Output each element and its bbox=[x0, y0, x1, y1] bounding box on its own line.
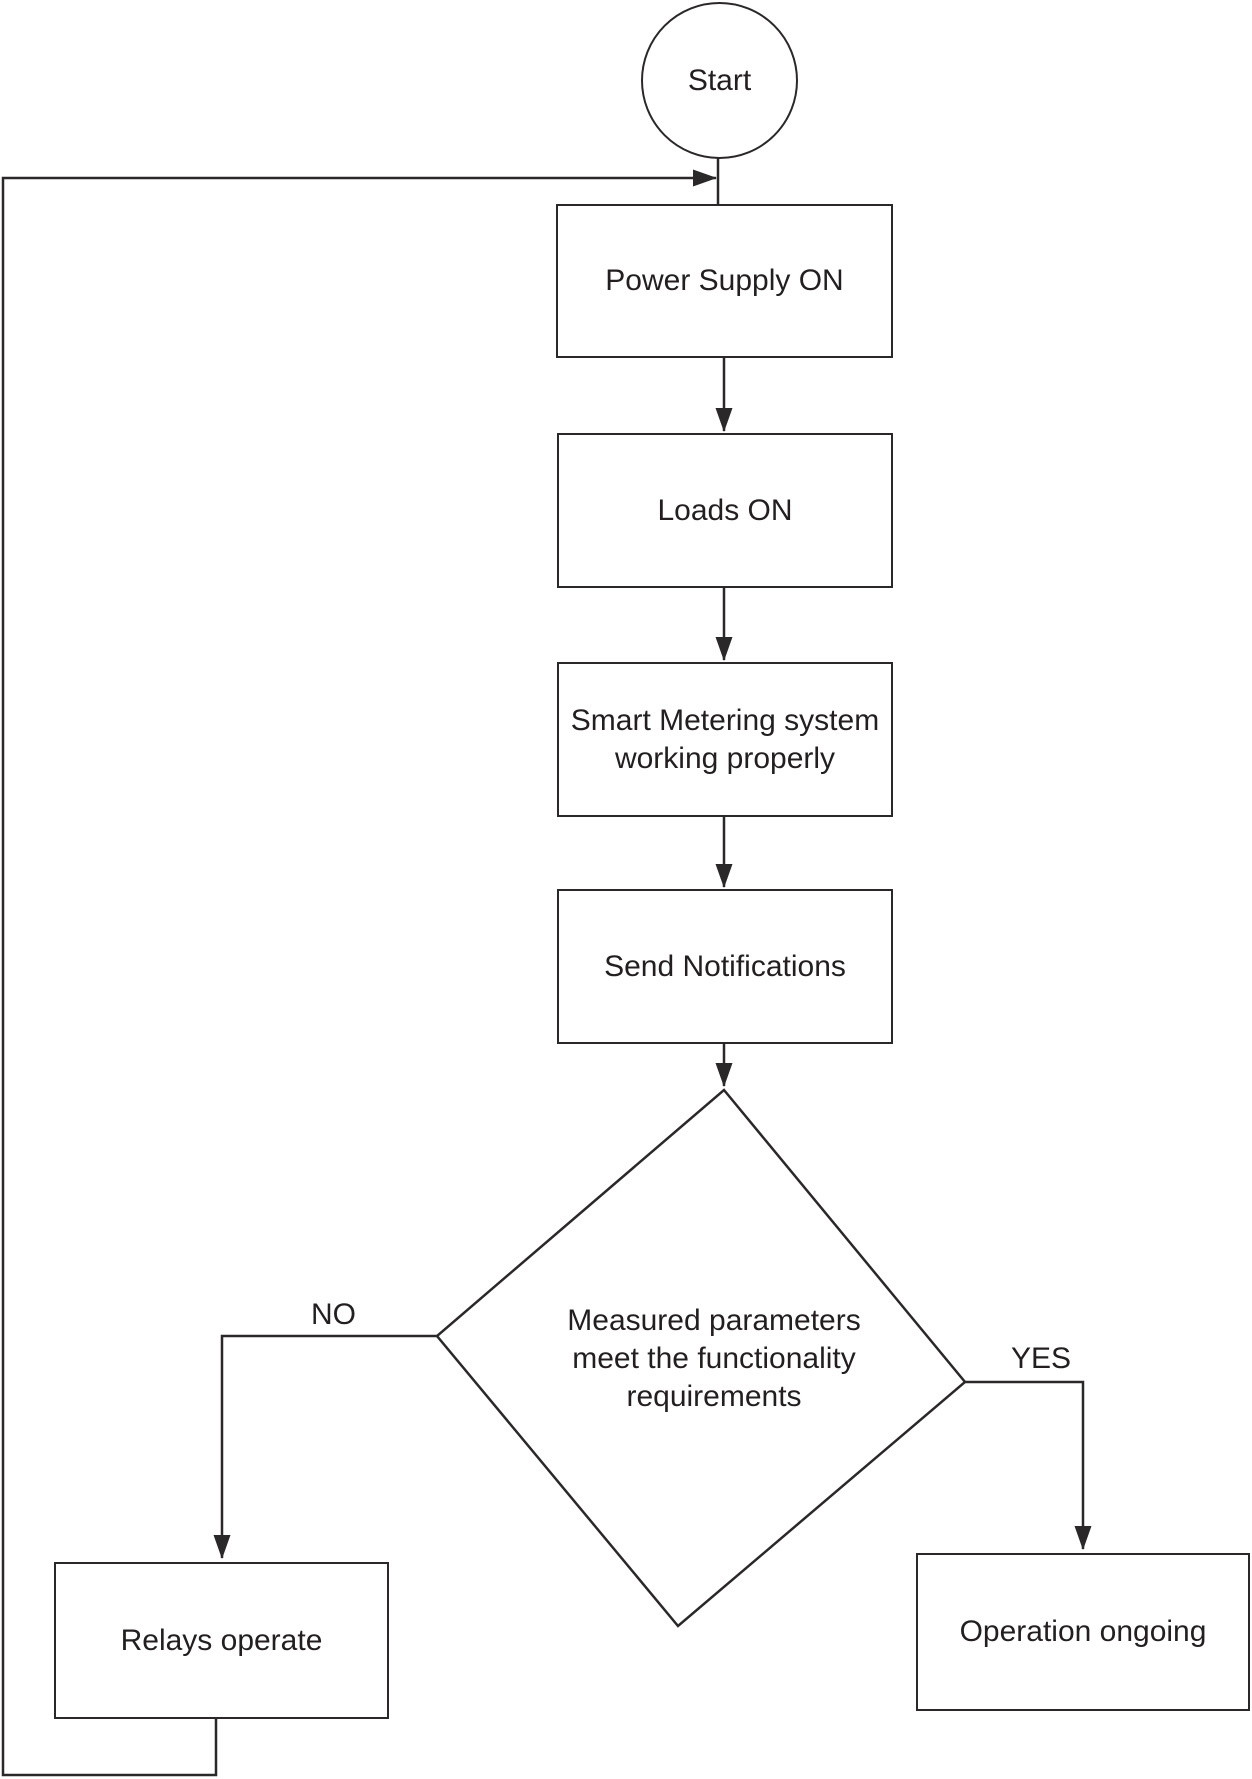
edge-yes-branch bbox=[965, 1380, 1092, 1550]
edge-label-no: NO bbox=[311, 1298, 356, 1331]
node-operation: Operation ongoing bbox=[916, 1553, 1250, 1711]
node-start-label: Start bbox=[687, 63, 752, 97]
edge-feedback-loop bbox=[1, 169, 717, 1777]
node-send-notifications-label: Send Notifications bbox=[604, 949, 846, 983]
node-smart-metering: Smart Metering system working properly bbox=[557, 662, 893, 817]
node-operation-label: Operation ongoing bbox=[959, 1615, 1207, 1648]
edge-label-yes: YES bbox=[1011, 1342, 1072, 1375]
decision-diamond-shape bbox=[435, 1088, 967, 1628]
node-loads: Loads ON bbox=[557, 433, 893, 588]
node-smart-metering-label: Smart Metering system working properly bbox=[570, 703, 880, 775]
node-power-supply-label: Power Supply ON bbox=[605, 264, 844, 297]
node-start: Start bbox=[641, 2, 798, 159]
node-power-supply: Power Supply ON bbox=[556, 204, 893, 358]
edge-no-branch bbox=[213, 1334, 437, 1559]
node-decision-label: Measured parameters meet the functionali… bbox=[567, 1304, 861, 1413]
node-relays: Relays operate bbox=[54, 1562, 389, 1719]
node-loads-label: Loads ON bbox=[657, 493, 793, 527]
node-send-notifications: Send Notifications bbox=[557, 889, 893, 1044]
node-relays-label: Relays operate bbox=[120, 1623, 323, 1657]
